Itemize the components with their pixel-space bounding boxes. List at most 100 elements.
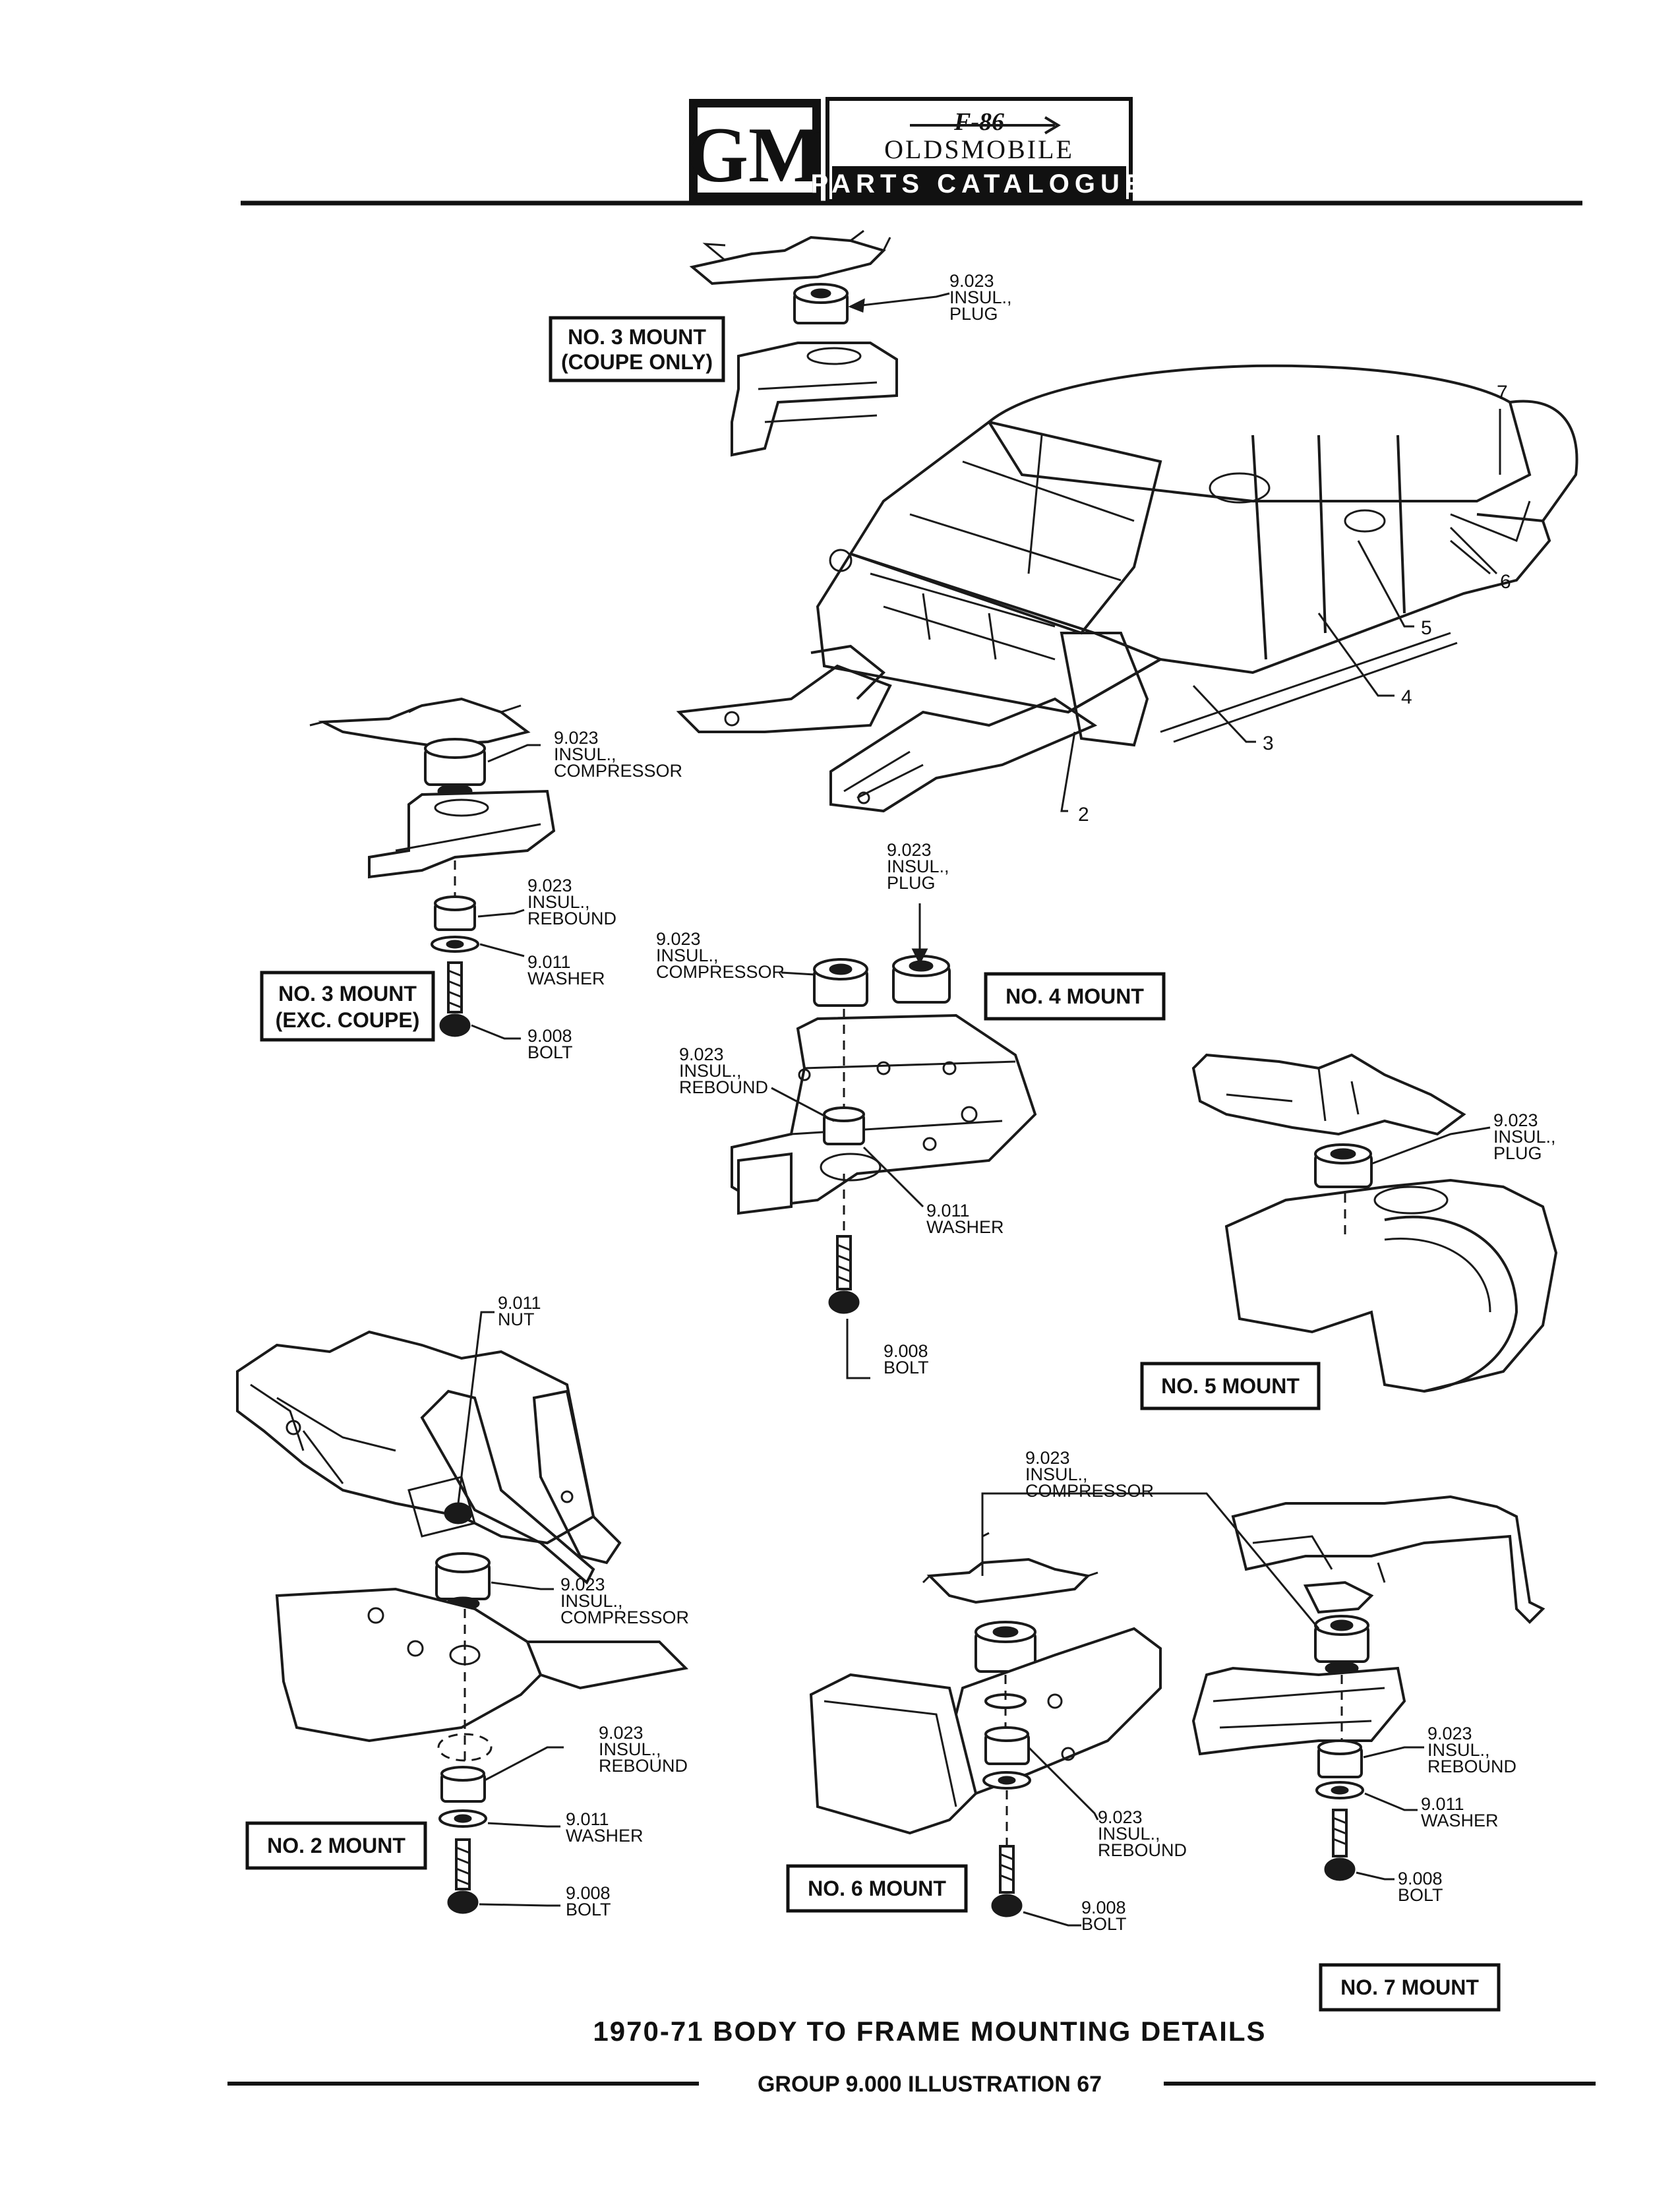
part-name: REBOUND bbox=[1427, 1757, 1516, 1776]
part-name: BOLT bbox=[884, 1358, 929, 1377]
floor-pan-opening-rear bbox=[1344, 509, 1386, 533]
part-number: 9.023 bbox=[1427, 1724, 1472, 1743]
callout-3-leader bbox=[1192, 684, 1256, 743]
frame-hole bbox=[1047, 1693, 1063, 1709]
callout-4: 4 bbox=[1401, 686, 1412, 708]
compressor-insulator-top bbox=[424, 738, 486, 759]
part-number: 9.023 bbox=[560, 1575, 605, 1594]
body-floor-bracket bbox=[1191, 1053, 1466, 1136]
windshield-pillar bbox=[909, 435, 1135, 582]
bracket-detail bbox=[702, 229, 891, 262]
frame-hole bbox=[434, 798, 489, 817]
leader-bolt bbox=[1356, 1871, 1395, 1881]
floor-pan-opening bbox=[1209, 472, 1271, 504]
compressor-insulator-hole bbox=[992, 1626, 1019, 1638]
part-number: 9.008 bbox=[566, 1883, 611, 1903]
mount-title: NO. 6 MOUNT bbox=[808, 1877, 946, 1900]
frame-opening bbox=[820, 1153, 882, 1182]
cowl-detail bbox=[250, 1383, 396, 1484]
bracket-detail bbox=[309, 704, 522, 727]
body-bracket bbox=[1303, 1581, 1374, 1614]
wheelhouse-panel bbox=[1224, 1178, 1558, 1393]
mount-title: NO. 7 MOUNT bbox=[1340, 1975, 1479, 1999]
mount-title: NO. 2 MOUNT bbox=[267, 1834, 405, 1857]
frame-hole bbox=[942, 1061, 957, 1075]
mount-title-box bbox=[786, 1864, 968, 1913]
mount-no4: 9.023 INSUL., PLUG 9.023 INSUL., COMPRES… bbox=[656, 840, 1166, 1379]
part-number: 9.008 bbox=[1398, 1869, 1443, 1888]
part-name: WASHER bbox=[566, 1826, 644, 1846]
frame-section bbox=[731, 342, 898, 457]
part-number: 9.023 bbox=[1098, 1807, 1143, 1827]
mount-no5: 9.023 INSUL., PLUG NO. 5 MOUNT bbox=[1140, 1053, 1558, 1410]
leader-bolt bbox=[846, 1319, 870, 1379]
wheel-arch bbox=[1384, 1215, 1518, 1393]
gm-logo-panel bbox=[698, 107, 812, 193]
part-name: INSUL., bbox=[1427, 1740, 1490, 1760]
leader-compressor bbox=[491, 1581, 554, 1590]
part-number: 9.023 bbox=[679, 1044, 724, 1064]
frame-rail bbox=[1191, 1666, 1406, 1756]
mount-title-box bbox=[549, 316, 725, 382]
leader-nut bbox=[457, 1311, 495, 1504]
mount-title: NO. 3 MOUNT bbox=[278, 982, 417, 1006]
frame-crossmember bbox=[810, 644, 885, 700]
catalogue-label: PARTS CATALOGUE bbox=[810, 169, 1147, 198]
frame-hole bbox=[1061, 1747, 1075, 1761]
cowl-hole bbox=[285, 1420, 301, 1435]
bolt-thread bbox=[456, 1846, 470, 1886]
mount-title-box bbox=[245, 1821, 427, 1870]
part-name: INSUL., bbox=[1493, 1127, 1556, 1147]
frame-bolt-hole bbox=[857, 791, 870, 804]
mount-title: NO. 3 MOUNT bbox=[568, 325, 706, 349]
bolt-thread bbox=[1333, 1817, 1347, 1846]
part-name: INSUL., bbox=[527, 892, 590, 912]
frame-hole bbox=[922, 1137, 937, 1151]
leader-plug bbox=[1371, 1126, 1491, 1165]
gm-logo-text: GM bbox=[687, 111, 824, 198]
support-bracket bbox=[420, 1389, 595, 1585]
frame-end-box bbox=[809, 1673, 978, 1835]
part-name: NUT bbox=[498, 1310, 535, 1329]
rear-floor bbox=[1450, 500, 1531, 575]
callout-2-leader bbox=[1060, 731, 1076, 812]
panel-detail bbox=[1252, 1535, 1386, 1583]
part-name: PLUG bbox=[949, 304, 998, 324]
part-number: 9.023 bbox=[1025, 1448, 1070, 1468]
callout-5-leader bbox=[1357, 540, 1414, 628]
part-number: 9.023 bbox=[527, 876, 572, 895]
part-name: INSUL., bbox=[1098, 1824, 1160, 1844]
frame-section bbox=[368, 789, 556, 879]
bolt-head bbox=[1324, 1857, 1356, 1881]
part-name: BOLT bbox=[566, 1900, 611, 1919]
bolt-thread bbox=[837, 1244, 851, 1283]
cowl-details bbox=[870, 572, 1056, 661]
part-number: 9.008 bbox=[527, 1026, 572, 1046]
rear-body-panel bbox=[1231, 1495, 1545, 1624]
part-number: 9.011 bbox=[566, 1809, 609, 1829]
frame-detail bbox=[395, 823, 541, 852]
mount-no7: 9.023 INSUL., REBOUND 9.011 WASHER 9.008… bbox=[1164, 1492, 1545, 2012]
mount-no3-coupe: 9.023 INSUL., PLUG NO. 3 MOUNT (COUPE ON… bbox=[549, 229, 1012, 457]
part-name: INSUL., bbox=[656, 946, 719, 965]
rocker-sill bbox=[1067, 520, 1551, 713]
frame-bolt-hole-front bbox=[724, 711, 740, 727]
leader-washer bbox=[1364, 1792, 1418, 1811]
plug-insulator-hole bbox=[1330, 1148, 1356, 1160]
rebound-insulator-top bbox=[984, 1726, 1029, 1742]
leader-rebound bbox=[484, 1746, 564, 1782]
leader-rebound bbox=[1027, 1746, 1099, 1821]
part-number: 9.023 bbox=[656, 929, 701, 949]
catalogue-banner bbox=[832, 166, 1126, 199]
part-name: BOLT bbox=[1398, 1885, 1443, 1905]
body-bracket bbox=[318, 697, 531, 747]
leader-arrow-icon bbox=[848, 298, 865, 313]
part-name: BOLT bbox=[527, 1042, 573, 1062]
part-number: 9.008 bbox=[884, 1341, 928, 1361]
frame-hole bbox=[961, 1106, 978, 1123]
bolt-head bbox=[439, 1013, 471, 1037]
part-name: COMPRESSOR bbox=[656, 962, 785, 982]
part-number: 9.023 bbox=[599, 1723, 644, 1743]
part-name: INSUL., bbox=[599, 1739, 661, 1759]
